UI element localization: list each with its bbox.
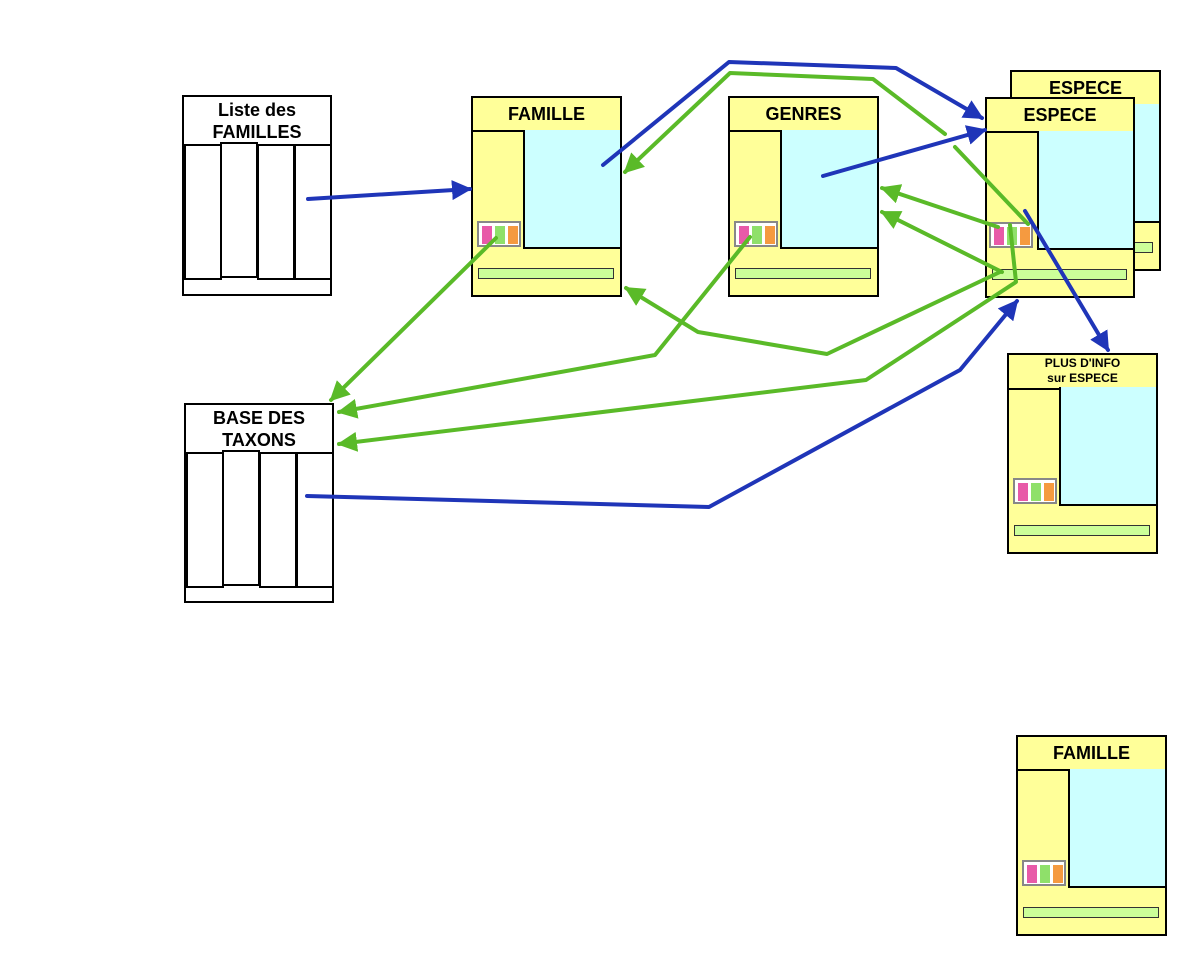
swatch-orange (508, 226, 518, 244)
swatch-orange (765, 226, 775, 244)
swatch-green (1031, 483, 1041, 501)
card-genres-content (780, 130, 877, 249)
card-famille-swatch (477, 221, 521, 247)
card-famille-legend-content (1068, 769, 1165, 888)
base-taxons-column-4 (296, 452, 334, 588)
arrow-blue-taxons-to-espece (305, 299, 1019, 509)
swatch-green (1040, 865, 1050, 883)
swatch-green (495, 226, 505, 244)
base-taxons-table: BASE DES TAXONS (184, 403, 334, 603)
card-plus-info: PLUS D'INFO sur ESPECE (1007, 353, 1158, 554)
swatch-pink (1018, 483, 1028, 501)
card-genres: GENRES (728, 96, 879, 297)
list-familles-table: Liste des FAMILLES (182, 95, 332, 296)
arrow-blue-genres-to-espece (821, 125, 987, 178)
card-genres-bar (735, 268, 871, 279)
swatch-pink (482, 226, 492, 244)
list-familles-column-2 (220, 142, 258, 278)
swatch-orange (1020, 227, 1030, 245)
base-taxons-title-line2: TAXONS (222, 430, 296, 450)
card-plus-info-swatch (1013, 478, 1057, 504)
card-plus-info-content (1059, 387, 1156, 506)
list-familles-column-4 (294, 144, 332, 280)
card-espece-content (1037, 131, 1133, 250)
card-famille-legend-swatch (1022, 860, 1066, 886)
swatch-orange (1053, 865, 1063, 883)
list-familles-title-line2: FAMILLES (212, 122, 302, 142)
swatch-orange (1044, 483, 1054, 501)
base-taxons-column-1 (186, 452, 224, 588)
base-taxons-title: BASE DES TAXONS (186, 407, 332, 451)
arrow-green-espece-to-famille-bottom (624, 270, 1002, 356)
swatch-pink (739, 226, 749, 244)
swatch-pink (994, 227, 1004, 245)
swatch-pink (1027, 865, 1037, 883)
list-familles-column-3 (257, 144, 295, 280)
arrow-green-genres-to-taxons (337, 235, 752, 419)
card-famille-content (523, 130, 620, 249)
card-famille: FAMILLE (471, 96, 622, 297)
arrow-green-espece-inner (953, 145, 1030, 226)
arrow-blue-famille-to-espece (601, 60, 984, 167)
base-taxons-title-line1: BASE DES (212, 408, 306, 428)
arrow-green-espece-to-taxons (337, 223, 1018, 452)
list-familles-title-line1: Liste des (217, 100, 297, 120)
arrow-green-espece-to-famille-top (623, 71, 947, 174)
base-taxons-column-2 (222, 450, 260, 586)
arrow-green-espece-to-genres-2 (880, 210, 1004, 274)
arrow-blue-espece-to-plus-info (1023, 209, 1110, 352)
arrow-green-espece-to-genres-1 (880, 184, 1000, 229)
swatch-green (752, 226, 762, 244)
card-genres-swatch (734, 221, 778, 247)
arrow-green-famille-to-taxons (329, 236, 498, 402)
card-famille-legend-bar (1023, 907, 1159, 918)
card-famille-bar (478, 268, 614, 279)
card-plus-info-title-line2: sur ESPECE (1047, 371, 1118, 385)
card-plus-info-title-line1: PLUS D'INFO (1044, 356, 1121, 370)
card-plus-info-bar (1014, 525, 1150, 536)
arrow-blue-list-to-famille (306, 180, 472, 201)
list-familles-title: Liste des FAMILLES (184, 99, 330, 143)
card-famille-legend: FAMILLE (1016, 735, 1167, 936)
card-espece: ESPECE (985, 97, 1135, 298)
